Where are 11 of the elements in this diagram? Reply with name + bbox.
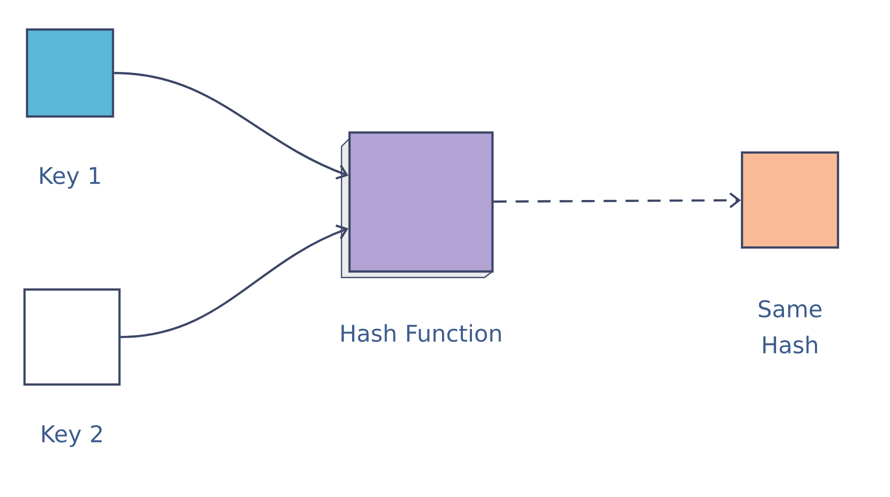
arrow bbox=[114, 72, 348, 180]
node-label: Key 2 bbox=[42, 425, 102, 447]
function-box: Hash Function bbox=[340, 131, 501, 342]
arrow bbox=[120, 224, 348, 338]
node-label: Same Hash bbox=[758, 300, 822, 354]
hash-box: Same Hash bbox=[740, 151, 840, 354]
key-box: Key 1 bbox=[26, 28, 114, 189]
node-label: Hash Function bbox=[342, 324, 501, 342]
key-box: Key 2 bbox=[23, 288, 121, 447]
node-label: Key 1 bbox=[40, 167, 100, 189]
arrow bbox=[494, 192, 741, 208]
